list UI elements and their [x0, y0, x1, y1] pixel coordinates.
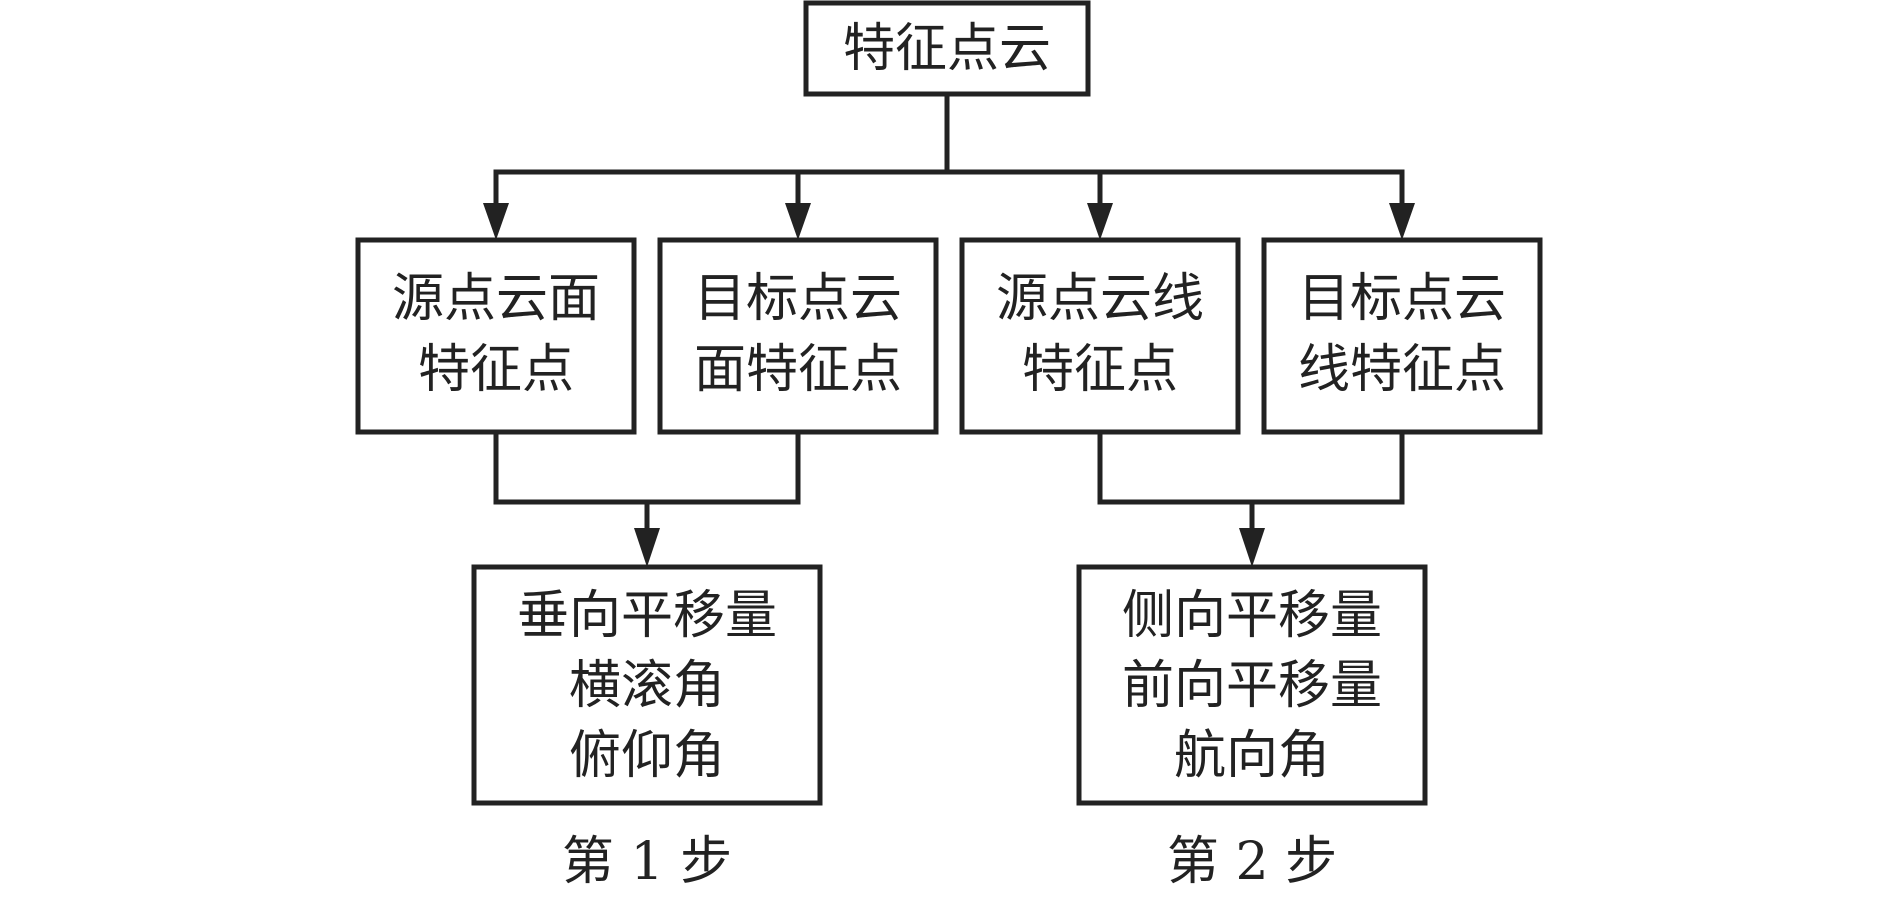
level2-node-1: 源点云面 特征点: [355, 237, 637, 435]
level2-2-line-1: 目标点云: [694, 269, 902, 329]
result-2-line-2: 前向平移量: [1122, 656, 1382, 716]
arrowhead-3: [1087, 203, 1113, 240]
result-node-1: 垂向平移量 横滚角 俯仰角: [471, 564, 823, 806]
level2-box-4: [1261, 237, 1543, 435]
result-2-line-1: 侧向平移量: [1122, 586, 1382, 646]
arrowhead-1: [483, 203, 509, 240]
root-box: [803, 0, 1091, 97]
merge-1: [493, 429, 801, 505]
level2-4-line-2: 线特征点: [1298, 340, 1506, 400]
level2-box-2: [657, 237, 939, 435]
level2-node-2: 目标点云 面特征点: [657, 237, 939, 435]
level2-node-3: 源点云线 特征点: [959, 237, 1241, 435]
level2-4-line-1: 目标点云: [1298, 269, 1506, 329]
result-1-line-1: 垂向平移量: [517, 586, 777, 646]
level2-1-line-2: 特征点: [418, 340, 574, 400]
result-1-line-2: 横滚角: [569, 656, 725, 716]
arrowhead-result-1: [634, 528, 660, 567]
arrowheads: [483, 203, 1415, 567]
merge-2: [1097, 429, 1405, 505]
result-2-line-3: 航向角: [1174, 726, 1330, 786]
arrowhead-4: [1389, 203, 1415, 240]
step-caption-2: 第 2 步: [1167, 832, 1337, 892]
arrowhead-result-2: [1239, 528, 1265, 567]
result-1-line-3: 俯仰角: [569, 726, 725, 786]
level2-box-1: [355, 237, 637, 435]
level2-box-3: [959, 237, 1241, 435]
result-box-2: [1076, 564, 1428, 806]
arrowhead-2: [785, 203, 811, 240]
connectors: [493, 93, 1405, 531]
result-node-2: 侧向平移量 前向平移量 航向角: [1076, 564, 1428, 806]
step-caption-1: 第 1 步: [562, 832, 732, 892]
result-box-1: [471, 564, 823, 806]
level2-node-4: 目标点云 线特征点: [1261, 237, 1543, 435]
root-label: 特征点云: [843, 19, 1051, 79]
level2-2-line-2: 面特征点: [694, 340, 902, 400]
level2-3-line-1: 源点云线: [996, 269, 1204, 329]
level2-3-line-2: 特征点: [1022, 340, 1178, 400]
root-node: 特征点云: [803, 0, 1091, 97]
level2-1-line-1: 源点云面: [392, 269, 600, 329]
